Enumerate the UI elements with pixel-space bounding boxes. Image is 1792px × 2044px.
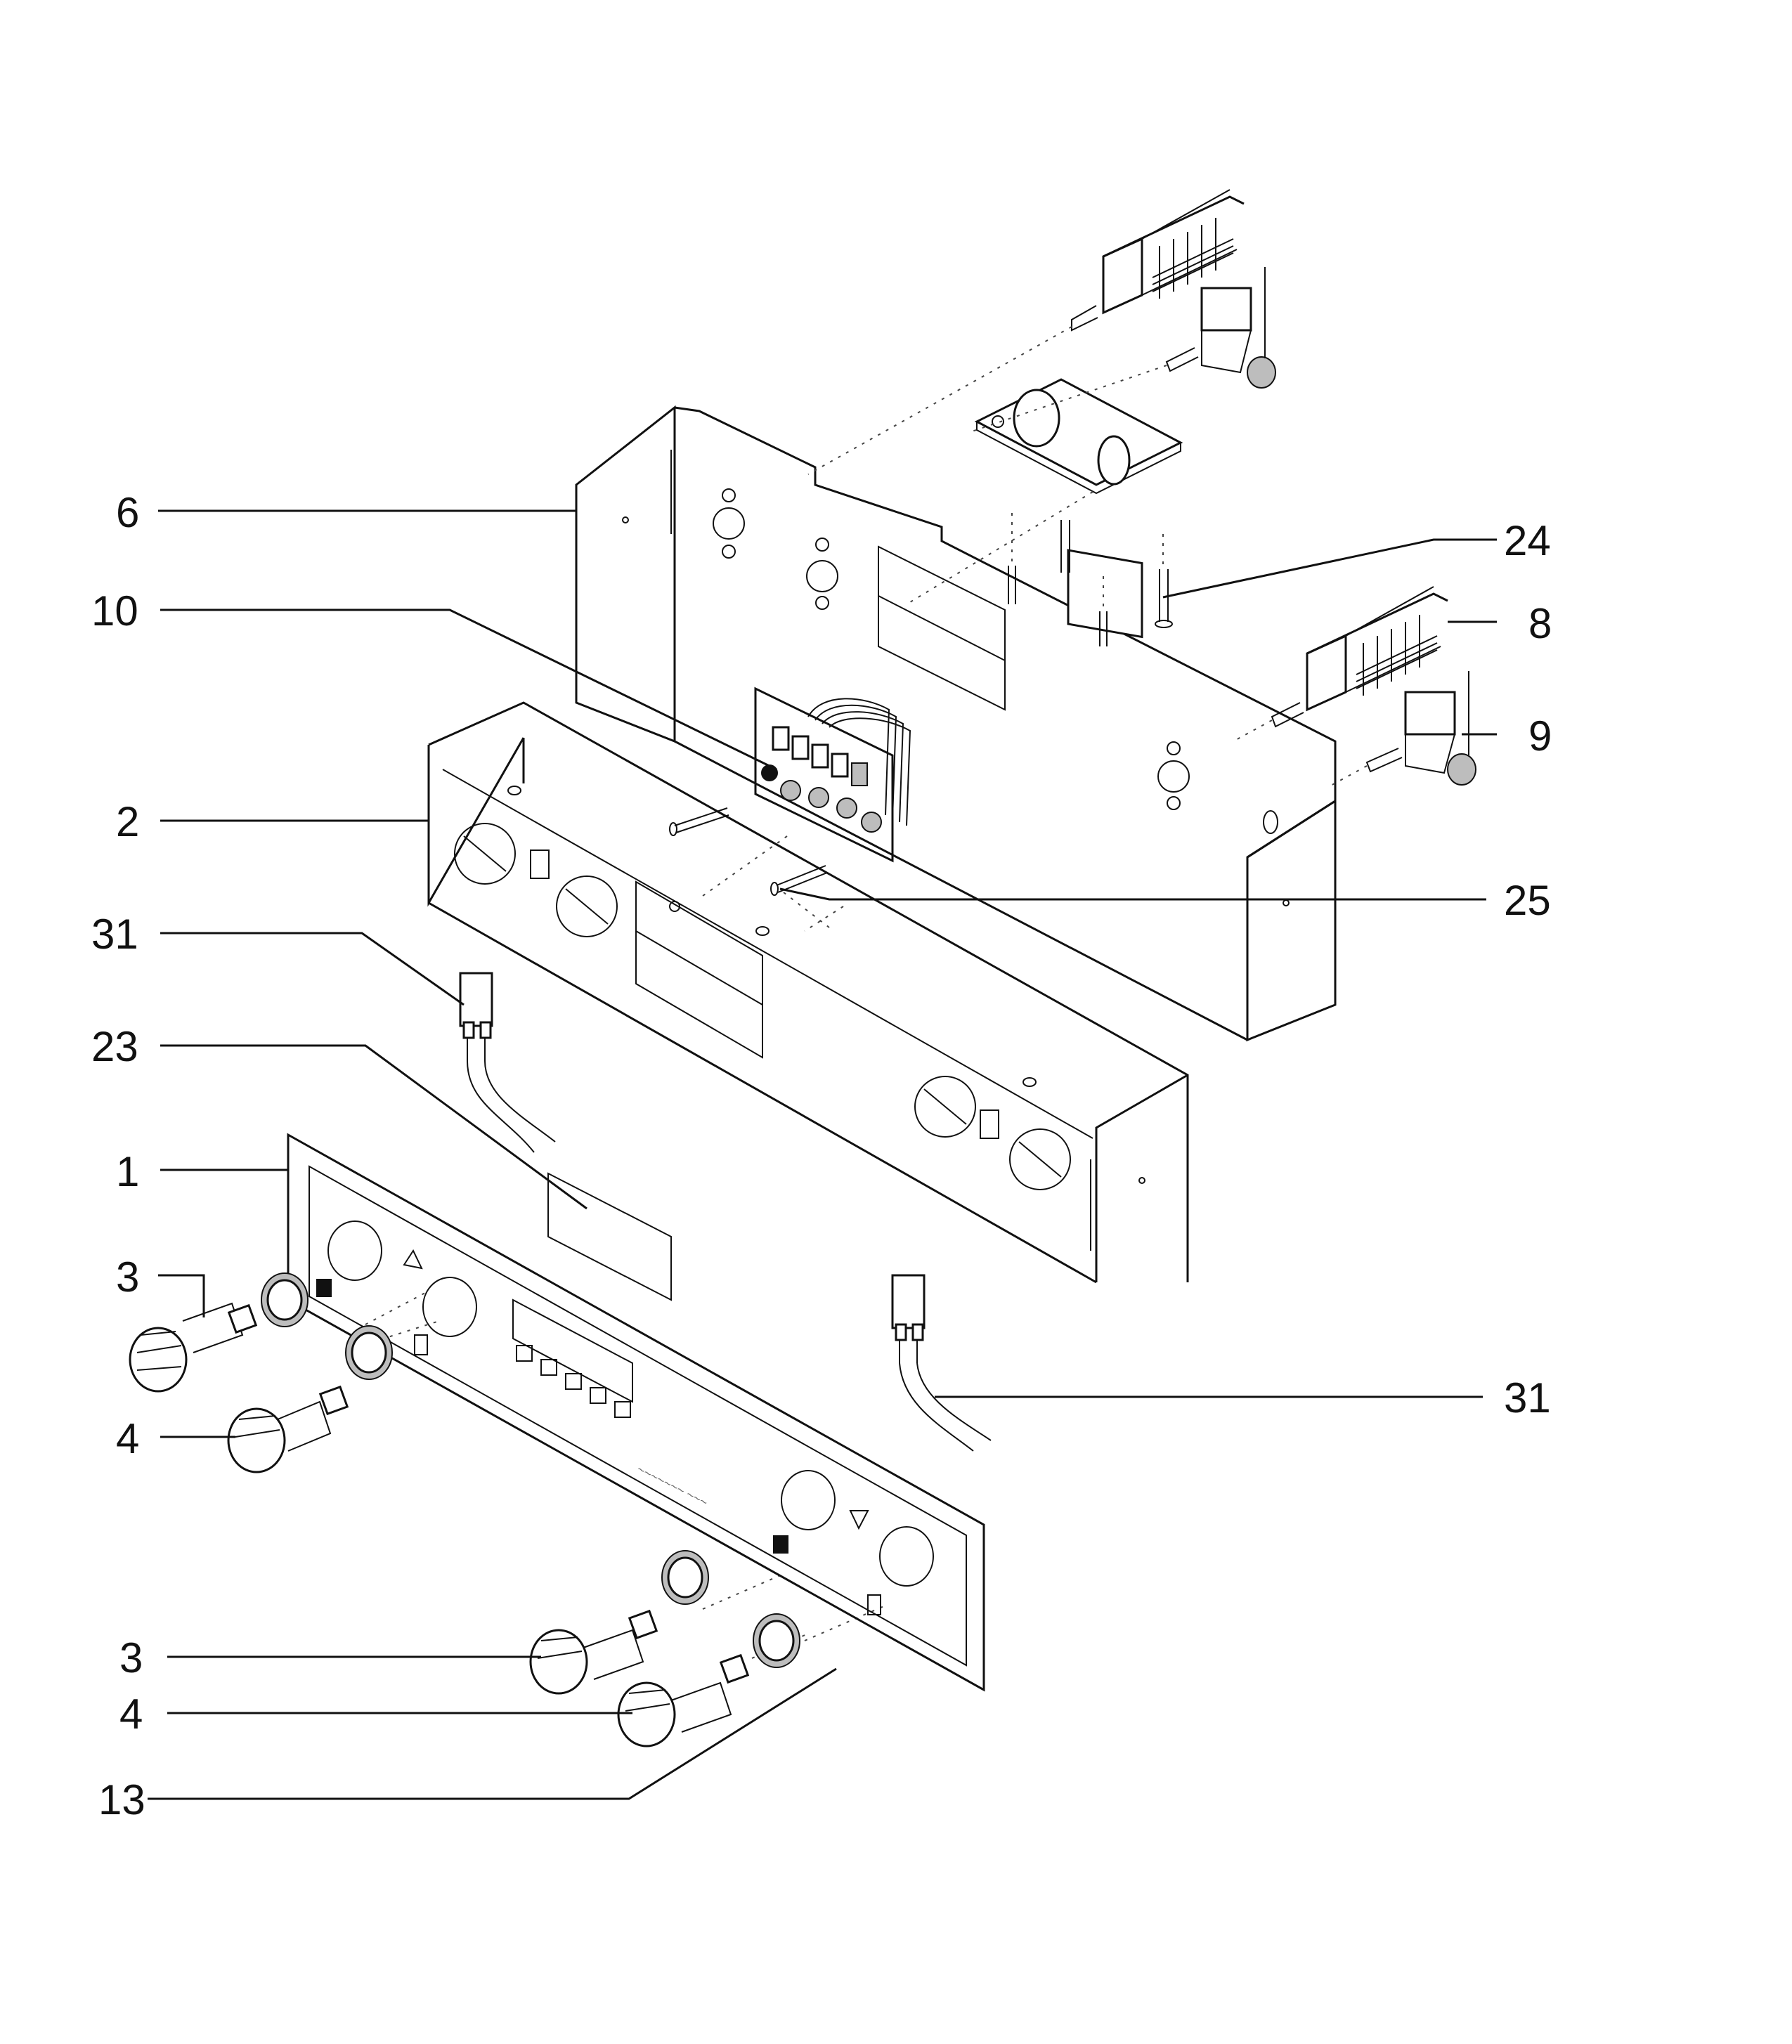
wire-connector-left — [459, 972, 556, 1153]
knob-4-lower — [617, 1613, 800, 1747]
display-window — [512, 1298, 633, 1403]
callout-24: 24 — [1504, 517, 1551, 564]
thermostat-top — [1165, 267, 1276, 389]
callout-25: 25 — [1504, 877, 1551, 924]
callout-4-upper: 4 — [116, 1415, 139, 1462]
callout-1: 1 — [116, 1148, 139, 1195]
callout-31-right: 31 — [1504, 1374, 1551, 1421]
callout-3-upper: 3 — [116, 1254, 139, 1301]
selector-switch-top — [1071, 189, 1245, 332]
callout-10: 10 — [91, 587, 138, 634]
rear-housing-part-6 — [575, 405, 1337, 1042]
front-frame-part-2 — [427, 701, 1189, 1284]
knob-3-upper — [129, 1272, 309, 1393]
callout-4-lower: 4 — [119, 1691, 143, 1738]
callout-8: 8 — [1528, 600, 1552, 647]
triangle-up-icon — [403, 1249, 423, 1270]
knobs — [129, 1272, 800, 1747]
callout-23: 23 — [91, 1023, 138, 1070]
control-buttons-row — [516, 1345, 631, 1418]
fascia-part-1: ~~~~~~~ ~~~ — [287, 1133, 985, 1692]
thermostat-part-9 — [1365, 671, 1476, 786]
knob-3-lower — [529, 1550, 709, 1695]
indicator-lamp-left — [316, 1279, 332, 1297]
knob-4-upper — [227, 1325, 393, 1473]
callout-3-lower: 3 — [119, 1634, 143, 1681]
display-board-part-10 — [754, 686, 911, 863]
callout-labels: 6 10 2 31 23 1 3 4 3 4 13 24 8 9 25 31 — [91, 489, 1552, 1823]
callout-31-left: 31 — [91, 911, 138, 958]
screws — [669, 520, 1173, 896]
triangle-down-icon — [849, 1510, 869, 1530]
transformer-board — [974, 378, 1183, 639]
callout-9: 9 — [1528, 712, 1552, 760]
selector-switch-part-8 — [1271, 586, 1448, 728]
leader-lines — [148, 509, 1497, 1800]
callout-2: 2 — [116, 798, 139, 845]
callout-13: 13 — [98, 1776, 145, 1823]
wire-connector-right — [891, 1274, 992, 1452]
callout-6: 6 — [116, 489, 139, 536]
